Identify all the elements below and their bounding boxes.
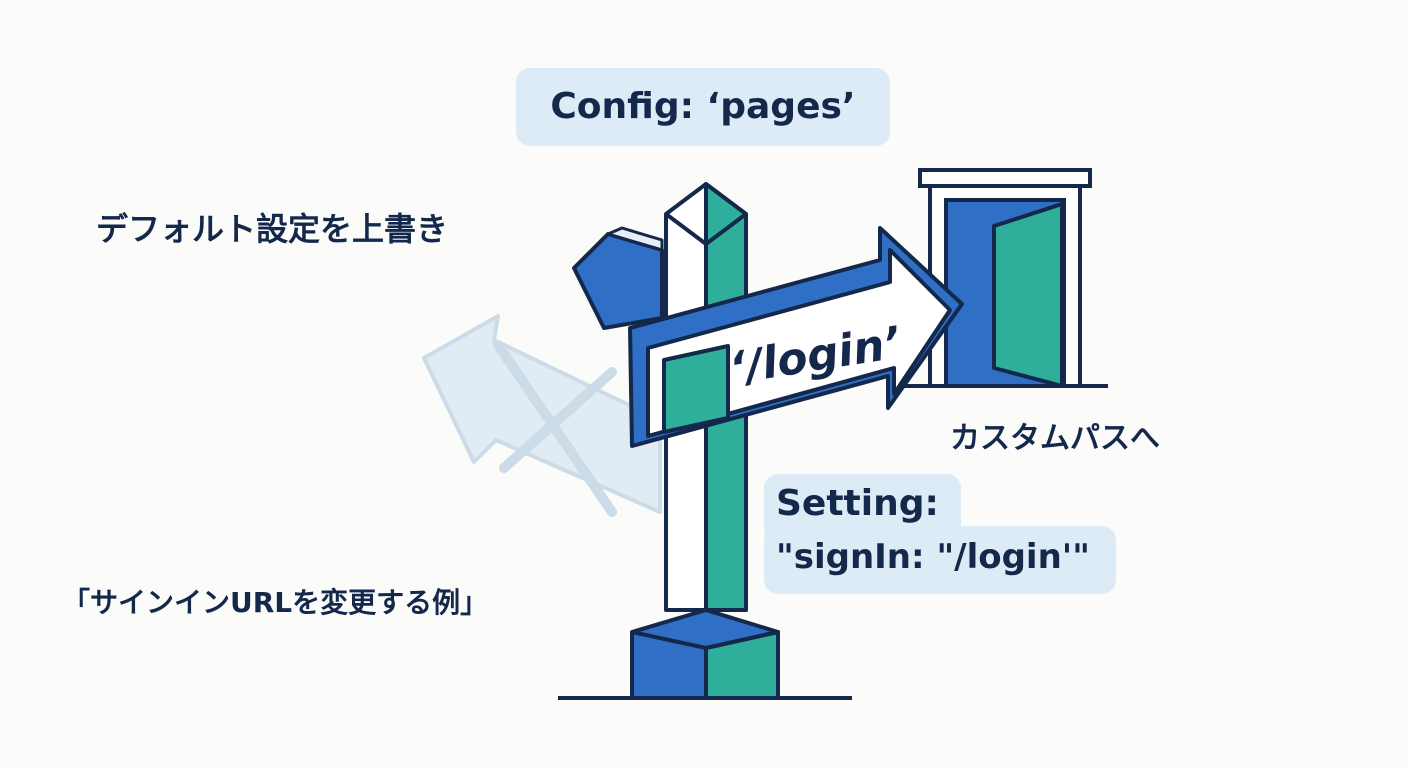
custom-path-label: カスタムパスへ <box>950 421 1160 456</box>
signin-url-example-label: 「サインインURLを変更する例」 <box>62 586 489 619</box>
crossed-out-arrow-icon <box>422 314 662 517</box>
open-door-icon <box>918 168 1092 388</box>
back-sign-icon <box>572 226 664 330</box>
setting-label-line2: "signIn: "/login'" <box>764 526 1116 594</box>
setting-label-line1: Setting: <box>764 474 961 534</box>
direction-arrow-icon <box>628 226 964 448</box>
config-label: Config: ‘pages’ <box>516 68 890 146</box>
override-default-label: デフォルト設定を上書き <box>96 210 449 248</box>
